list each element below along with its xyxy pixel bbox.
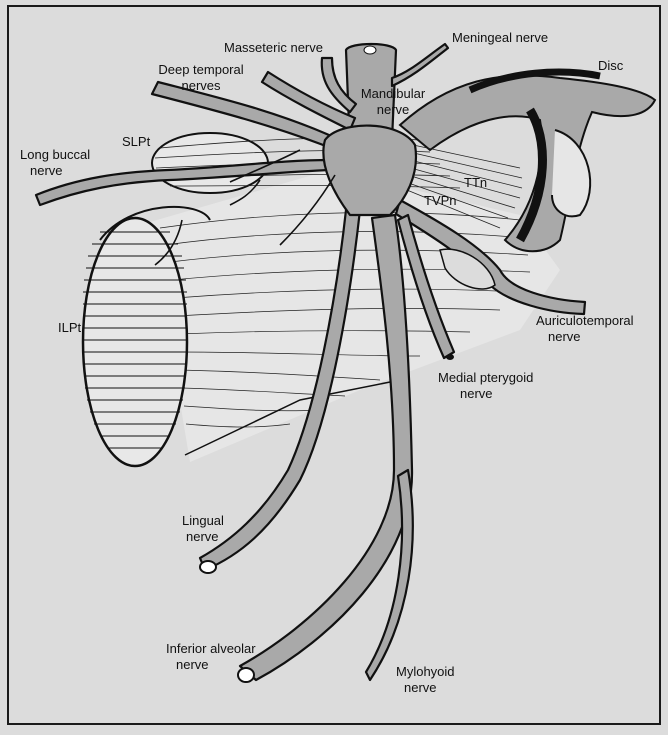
auriculotemporal-label-line1: Auriculotemporal	[536, 313, 634, 328]
disc-label: Disc	[598, 58, 623, 73]
meningeal-nerve	[392, 44, 448, 86]
mandibular-nerve-label-line1: Mandibular	[348, 86, 438, 101]
ilpt-label: ILPt	[58, 320, 81, 335]
meningeal-nerve-label: Meningeal nerve	[452, 30, 548, 45]
mylohyoid-label-line1: Mylohyoid	[396, 664, 455, 679]
tvpn-label: TVPn	[424, 193, 457, 208]
ttn-label: TTn	[464, 175, 487, 190]
inferior-alveolar-label-line2: nerve	[176, 657, 209, 672]
inferior-alveolar-label-line1: Inferior alveolar	[166, 641, 256, 656]
lingual-label-line2: nerve	[186, 529, 219, 544]
long-buccal-label-line1: Long buccal	[20, 147, 90, 162]
mandibular-nerve-label-line2: nerve	[348, 102, 438, 117]
lingual-label-line1: Lingual	[182, 513, 224, 528]
slpt-label: SLPt	[122, 134, 150, 149]
masseteric-nerve-label: Masseteric nerve	[224, 40, 323, 55]
deep-temporal-label-line2: nerves	[146, 78, 256, 93]
deep-temporal-label-line1: Deep temporal	[146, 62, 256, 77]
medial-pterygoid-label-line1: Medial pterygoid	[438, 370, 533, 385]
long-buccal-label-line2: nerve	[30, 163, 63, 178]
auriculotemporal-label-line2: nerve	[548, 329, 581, 344]
medial-pterygoid-label-line2: nerve	[460, 386, 493, 401]
mylohyoid-label-line2: nerve	[404, 680, 437, 695]
